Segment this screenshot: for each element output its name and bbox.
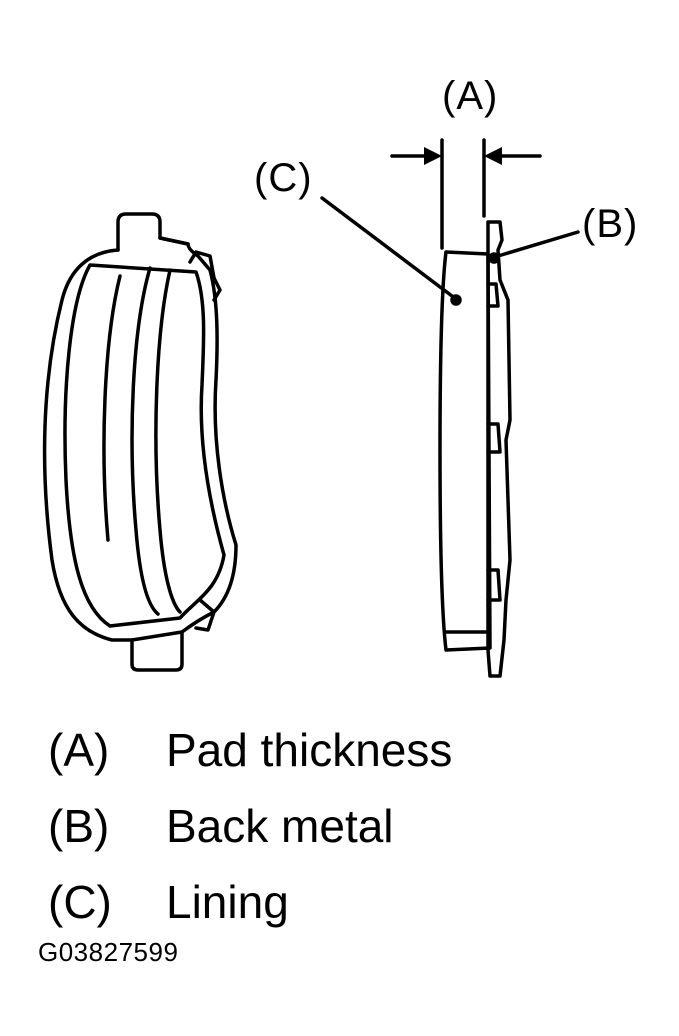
leader-b xyxy=(496,230,580,258)
back-metal-side xyxy=(486,220,512,678)
pad-side-view xyxy=(438,220,512,678)
lining-side xyxy=(438,250,492,652)
shim-clip-bottom xyxy=(194,598,216,632)
lining-inner-outline xyxy=(63,263,226,628)
legend-key: (C) xyxy=(48,876,112,928)
legend-item: (A) Pad thickness xyxy=(48,712,452,788)
dimension-a xyxy=(390,138,542,250)
bottom-tab xyxy=(130,630,184,672)
legend-text: Lining xyxy=(166,876,289,928)
figure-code: G03827599 xyxy=(38,937,179,967)
lining-line-1 xyxy=(130,266,160,616)
leader-c xyxy=(320,196,454,298)
callout-a: (A) xyxy=(442,74,499,118)
arrowhead-right xyxy=(484,147,502,165)
lining-line-2 xyxy=(154,268,182,614)
back-metal-notch-3 xyxy=(486,568,502,602)
pad-front-view xyxy=(42,212,238,672)
lining-line-3 xyxy=(102,274,122,542)
legend-text: Pad thickness xyxy=(166,724,453,776)
legend-text: Back metal xyxy=(166,800,394,852)
legend-key: (A) xyxy=(48,724,110,776)
brake-pad-diagram xyxy=(42,138,580,678)
legend-item: (B) Back metal xyxy=(48,788,452,864)
back-metal-notch-1 xyxy=(486,282,500,308)
legend-item: (C) Lining xyxy=(48,864,452,940)
legend: (A) Pad thickness (B) Back metal (C) Lin… xyxy=(48,712,452,940)
back-metal-notch-2 xyxy=(486,422,502,454)
pad-outline xyxy=(42,236,238,642)
legend-key: (B) xyxy=(48,800,110,852)
top-tab xyxy=(116,212,190,252)
callout-b: (B) xyxy=(582,202,639,246)
lining-point xyxy=(450,294,462,306)
back-metal-point xyxy=(488,252,500,264)
arrowhead-left xyxy=(424,147,442,165)
callout-c: (C) xyxy=(254,156,313,200)
shim-clip-top xyxy=(188,250,222,302)
